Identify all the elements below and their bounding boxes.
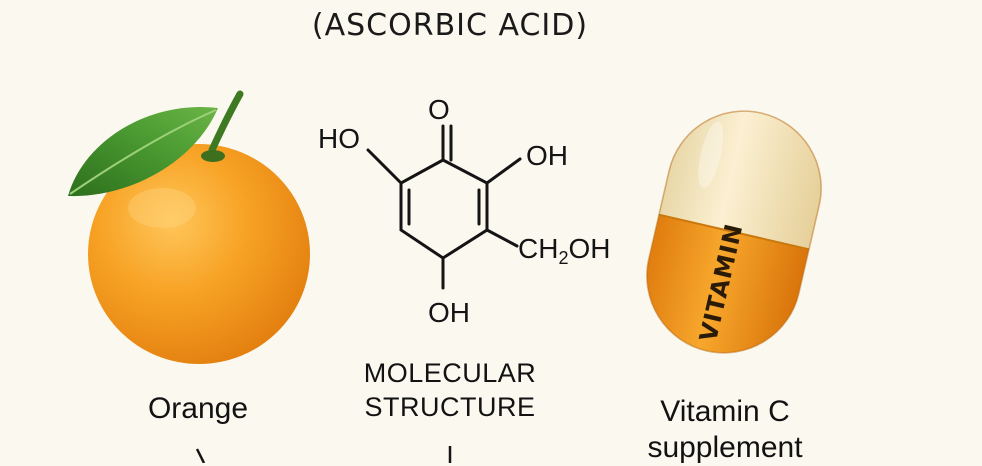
group-ch2oh: CH2OH [518, 233, 610, 268]
label-orange: Orange [147, 392, 249, 425]
ch2oh-main: CH [518, 233, 558, 264]
label-molecular-line1: MOLECULAR [363, 358, 537, 388]
group-ho-left: HO [318, 123, 360, 154]
label-supplement-line1: Vitamin C [660, 395, 790, 428]
label-molecular-structure: MOLECULAR STRUCTURE [330, 356, 570, 424]
group-oh-bottom: OH [428, 297, 470, 328]
group-oh-right: OH [526, 140, 568, 171]
vitamin-capsule-icon: VITAMIN [631, 95, 837, 369]
diagram-title: (ASCORBIC ACID) [311, 8, 589, 43]
atom-oxygen-top: O [428, 94, 450, 125]
orange-fruit-icon [68, 90, 310, 364]
label-molecular-line2: STRUCTURE [364, 392, 536, 422]
connector-lines [195, 446, 452, 463]
ascorbic-acid-structure [366, 124, 522, 290]
ch2oh-subscript: 2 [558, 248, 568, 268]
ch2oh-end: OH [568, 233, 610, 264]
label-supplement-line2: supplement [647, 431, 803, 464]
label-vitamin-c-supplement: Vitamin C supplement [610, 394, 840, 466]
